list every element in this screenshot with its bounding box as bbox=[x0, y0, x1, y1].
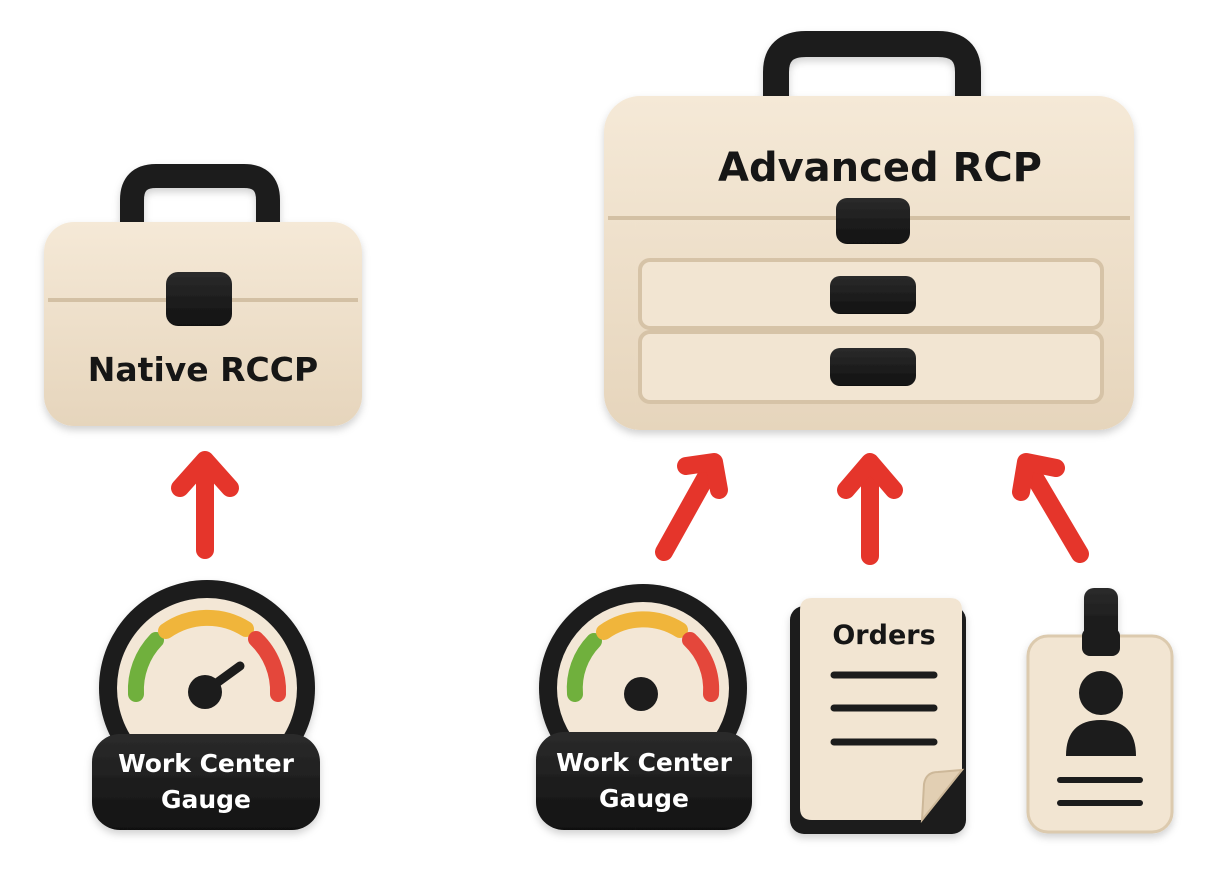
advanced-toolbox-label: Advanced RCP bbox=[718, 145, 1042, 191]
arrows bbox=[171, 451, 1089, 565]
gauge-right-label-line1: Work Center bbox=[556, 748, 733, 777]
arrow-up-icon bbox=[171, 451, 239, 559]
gauge-right-label-line2: Gauge bbox=[599, 784, 689, 813]
orders-document-title: Orders bbox=[832, 620, 935, 651]
gauge-red-segment bbox=[682, 632, 720, 702]
gauge-label-plate bbox=[92, 734, 320, 830]
arrow-up-left-icon bbox=[1012, 453, 1089, 563]
badge-slot bbox=[1082, 628, 1120, 656]
gauge-green-segment bbox=[127, 632, 164, 702]
orders-document: Orders bbox=[790, 598, 966, 834]
native-toolbox-latch bbox=[166, 272, 232, 326]
advanced-toolbox-drawer-2-pull bbox=[830, 348, 916, 386]
gauge-yellow-segment bbox=[158, 609, 254, 639]
gauge-hub bbox=[624, 677, 658, 711]
work-center-gauge-left: Work Center Gauge bbox=[92, 580, 320, 830]
native-toolbox-handle bbox=[120, 164, 280, 244]
person-icon-body bbox=[1066, 720, 1136, 756]
gauge-yellow-segment bbox=[596, 611, 688, 640]
advanced-rcp-toolbox: Advanced RCP bbox=[604, 31, 1134, 430]
advanced-toolbox-handle bbox=[763, 31, 981, 123]
gauge-left-label-line1: Work Center bbox=[118, 749, 295, 778]
native-toolbox-label: Native RCCP bbox=[88, 350, 318, 389]
native-rccp-toolbox: Native RCCP bbox=[44, 164, 362, 426]
employee-id-badge bbox=[1026, 588, 1174, 834]
person-icon-head bbox=[1079, 671, 1123, 715]
advanced-toolbox-drawer-1-pull bbox=[830, 276, 916, 314]
advanced-toolbox-latch bbox=[836, 198, 910, 244]
arrow-up-right-icon bbox=[655, 453, 728, 561]
gauge-hub bbox=[188, 675, 222, 709]
arrow-up-icon bbox=[837, 453, 903, 565]
gauge-red-segment bbox=[248, 631, 287, 702]
gauge-green-segment bbox=[566, 633, 602, 702]
gauge-left-label-line2: Gauge bbox=[161, 785, 251, 814]
document-page-curl bbox=[920, 768, 965, 824]
gauge-label-plate bbox=[536, 732, 752, 830]
work-center-gauge-right: Work Center Gauge bbox=[536, 584, 752, 830]
